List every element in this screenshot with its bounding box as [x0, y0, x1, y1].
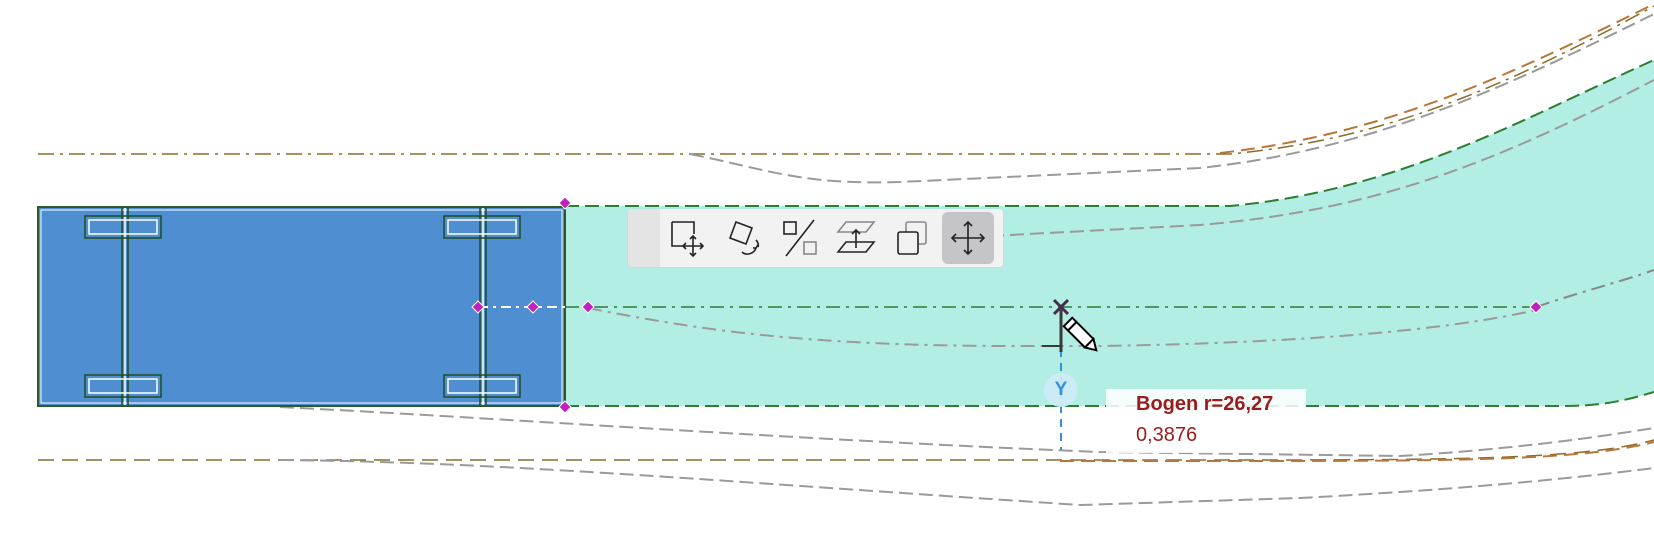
- handle-top: [558, 196, 572, 210]
- handle-bottom: [558, 400, 572, 414]
- measurement-value: 0,3876: [1136, 424, 1198, 446]
- measurement-tooltip: [1106, 389, 1306, 453]
- road-edge-top[interactable]: [565, 59, 1654, 207]
- handle-center-mid: [526, 300, 540, 314]
- elevate-button[interactable]: [830, 212, 882, 264]
- handle-center-right: [581, 300, 595, 314]
- toolbar-grip[interactable]: [628, 209, 660, 267]
- outer-boundary-bottom-brown: [1060, 441, 1654, 462]
- gray-line-inner-top: [989, 79, 1654, 237]
- handle-arc-end: [1529, 300, 1543, 314]
- object-frame-left: [84, 208, 162, 405]
- edit-handles[interactable]: [471, 196, 1543, 414]
- mirror-button[interactable]: [774, 212, 826, 264]
- copy-button[interactable]: [886, 212, 938, 264]
- y-axis-badge: Y: [1044, 373, 1078, 407]
- edit-toolbar: [628, 209, 1003, 267]
- road-surface[interactable]: [565, 60, 1654, 406]
- gray-line-lower-2: [279, 459, 1654, 507]
- handle-center-left: [471, 300, 485, 314]
- outer-boundary-top-brown: [1219, 3, 1654, 154]
- move-node-icon: [671, 221, 705, 258]
- outer-boundary-top[interactable]: [38, 5, 1654, 155]
- copy-icon: [897, 221, 927, 255]
- move-node-button[interactable]: [662, 212, 714, 264]
- move-icon: [950, 220, 986, 256]
- centerline-extension: [1535, 269, 1654, 308]
- rotate-button[interactable]: [718, 212, 770, 264]
- pencil-cursor-icon: [1062, 316, 1098, 352]
- gray-line-upper: [689, 13, 1654, 184]
- gray-line-lower-1: [279, 406, 1654, 458]
- arc-radius-label: Bogen r=26,27: [1136, 393, 1274, 415]
- mirror-icon: [783, 219, 817, 257]
- snap-cross-icon: [1052, 298, 1070, 316]
- move-button[interactable]: [942, 212, 994, 264]
- elevate-icon: [836, 221, 876, 253]
- rotate-icon: [728, 220, 760, 255]
- outer-boundary-bottom[interactable]: [38, 439, 1654, 461]
